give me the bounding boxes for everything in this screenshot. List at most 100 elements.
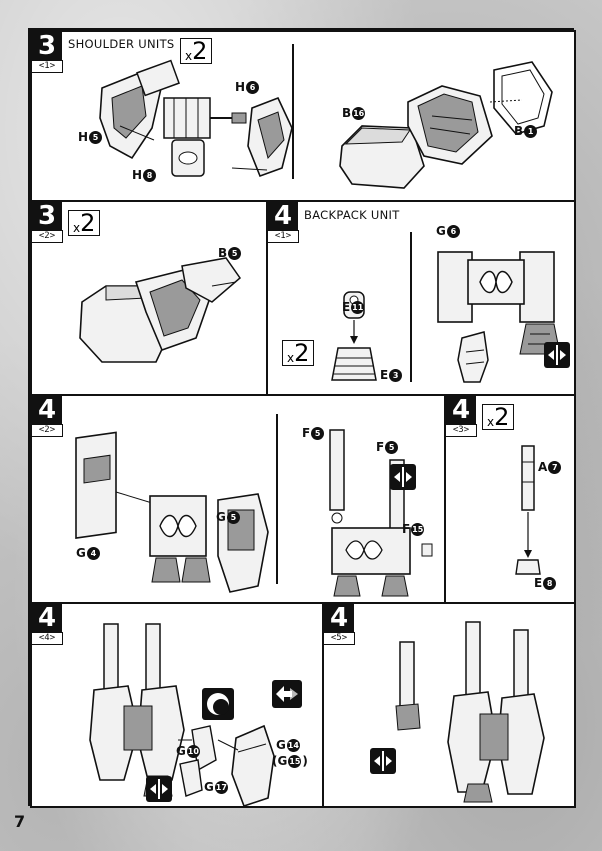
part-letter: A bbox=[538, 460, 548, 474]
panel-divider bbox=[292, 44, 294, 179]
part-letter: B bbox=[514, 124, 524, 138]
beam-saber-rack-drawing bbox=[329, 429, 433, 597]
part-number-badge: 11 bbox=[351, 300, 365, 314]
part-letter: E bbox=[342, 300, 351, 314]
part-number-badge: 3 bbox=[389, 368, 403, 382]
quantity-multiplier: x 2 bbox=[68, 209, 101, 237]
step-number-3-1: 3 <1> bbox=[32, 32, 63, 73]
part-letter: B bbox=[218, 246, 228, 260]
panel-divider bbox=[410, 232, 412, 382]
step-sub: <2> bbox=[32, 230, 63, 243]
multiplier-count: 2 bbox=[294, 339, 310, 367]
part-letter: G bbox=[204, 780, 214, 794]
part-letter: B bbox=[342, 106, 352, 120]
part-number-badge: 7 bbox=[548, 460, 562, 474]
part-letter: G bbox=[76, 546, 86, 560]
step-number-4-4: 4 <4> bbox=[32, 603, 63, 645]
shoulder-joint-drawing bbox=[99, 59, 293, 178]
backpack-assembly-drawing bbox=[89, 623, 275, 806]
step-number: 4 bbox=[37, 603, 57, 633]
beam-saber-drawing bbox=[515, 445, 541, 575]
part-number-badge: 5 bbox=[226, 510, 240, 524]
part-number-badge: 10 bbox=[186, 744, 200, 758]
multiplier-count: 2 bbox=[80, 209, 96, 237]
part-letter: H bbox=[235, 80, 246, 94]
step-sub: <4> bbox=[32, 632, 63, 645]
cement-icon bbox=[202, 688, 234, 720]
part-letter: E bbox=[380, 368, 389, 382]
part-number-badge: 5 bbox=[228, 246, 242, 260]
symmetry-icon bbox=[390, 464, 416, 490]
multiplier-x: x bbox=[487, 415, 495, 429]
part-letter: G bbox=[176, 744, 186, 758]
part-number-badge: 5 bbox=[89, 130, 103, 144]
quantity-multiplier: x 2 bbox=[180, 37, 213, 65]
multiplier-x: x bbox=[185, 49, 193, 63]
multiplier-x: x bbox=[73, 221, 81, 235]
symmetry-icon bbox=[544, 342, 570, 368]
part-number-badge: 8 bbox=[543, 576, 557, 590]
part-letter: F bbox=[376, 440, 385, 454]
backpack-frame-drawing bbox=[437, 251, 561, 383]
step-number: 4 bbox=[451, 395, 471, 425]
part-number-badge: 16 bbox=[352, 106, 366, 120]
panel-step-4-5: 4 <5> bbox=[322, 602, 576, 808]
panel-divider bbox=[276, 414, 278, 584]
part-letter: E bbox=[534, 576, 543, 590]
symmetry-icon bbox=[146, 776, 172, 802]
step-number: 4 bbox=[329, 603, 349, 633]
part-number-badge: 15 bbox=[288, 754, 302, 768]
part-letter: F bbox=[302, 426, 311, 440]
multiplier-count: 2 bbox=[494, 403, 510, 431]
step-number-4-1: 4 <1> bbox=[268, 202, 299, 243]
part-number-badge: 1 bbox=[524, 124, 538, 138]
part-number-badge: 5 bbox=[311, 426, 325, 440]
part-number-badge: 4 bbox=[86, 546, 100, 560]
quantity-multiplier: x 2 bbox=[282, 339, 315, 367]
part-number-badge: 6 bbox=[246, 80, 260, 94]
part-letter: H bbox=[78, 130, 89, 144]
step-sub: <2> bbox=[32, 424, 63, 437]
paren-close: ) bbox=[302, 754, 308, 768]
quantity-multiplier: x 2 bbox=[482, 403, 515, 431]
part-letter: G bbox=[216, 510, 226, 524]
step-number-4-2: 4 <2> bbox=[32, 396, 63, 437]
part-letter: (G bbox=[272, 754, 288, 768]
multiplier-count: 2 bbox=[192, 37, 208, 65]
step-number: 3 bbox=[37, 201, 57, 231]
part-letter: G bbox=[276, 738, 286, 752]
step-title: SHOULDER UNITS bbox=[68, 37, 175, 51]
part-number-badge: 5 bbox=[385, 440, 399, 454]
multiplier-x: x bbox=[287, 351, 295, 365]
shoulder-assembly-drawing bbox=[79, 257, 242, 363]
backpack-core-drawing bbox=[75, 431, 269, 593]
shoulder-armor-drawing bbox=[339, 61, 553, 189]
part-letter: H bbox=[132, 168, 143, 182]
